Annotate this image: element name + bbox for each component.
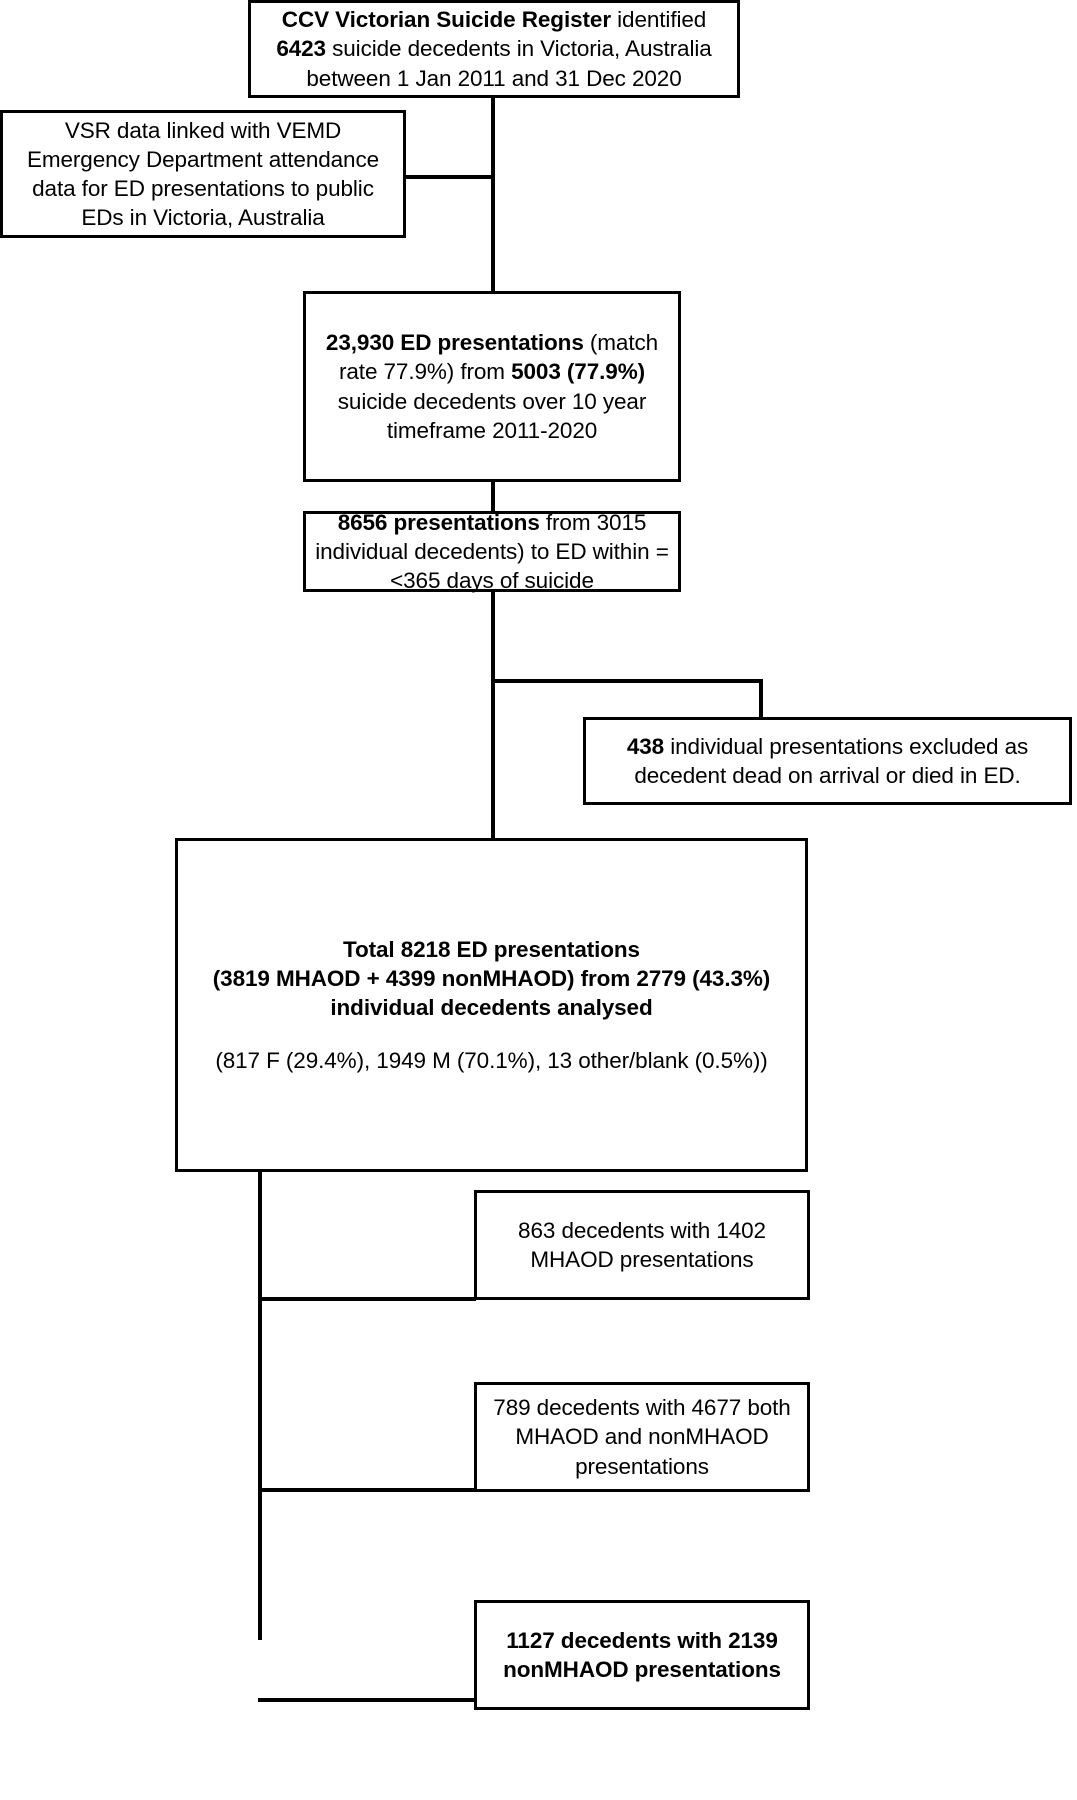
connector-vemd-elbow [402,175,494,179]
node-total-analysed: Total 8218 ED presentations(3819 MHAOD +… [175,838,808,1172]
node-nonmhaod-only-text: 1127 decedents with 2139 nonMHAOD presen… [503,1627,781,1682]
node-excluded-438: 438 individual presentations excluded as… [583,717,1072,805]
connector-438-vertical [759,679,763,719]
connector-mhaod-only [258,1297,476,1301]
connector-8656-spine [491,590,495,1000]
node-total-analysed-primary: Total 8218 ED presentations(3819 MHAOD +… [212,936,771,1021]
node-vemd-linkage-text: VSR data linked with VEMD Emergency Depa… [26,117,380,231]
node-vsr-register-text: CCV Victorian Suicide Register identifie… [276,7,712,91]
node-vsr-register: CCV Victorian Suicide Register identifie… [248,0,740,98]
node-mhaod-only: 863 decedents with 1402 MHAOD presentati… [474,1190,810,1300]
node-ed-presentations-text: 23,930 ED presentations (match rate 77.9… [325,330,659,443]
node-within-365-days: 8656 presentations from 3015 individual … [303,510,681,593]
connector-438-horizontal [491,679,763,683]
node-mhaod-only-text: 863 decedents with 1402 MHAOD presentati… [518,1217,766,1272]
node-vemd-linkage: VSR data linked with VEMD Emergency Depa… [0,110,406,238]
node-excluded-438-text: 438 individual presentations excluded as… [626,733,1029,788]
node-ed-presentations: 23,930 ED presentations (match rate 77.9… [303,291,681,482]
connector-total-stem [258,1170,262,1640]
connector-nonmhaod-only [258,1698,476,1702]
node-total-analysed-demographics: (817 F (29.4%), 1949 M (70.1%), 13 other… [215,1048,768,1074]
connector-register-to-ed [491,97,495,292]
connector-ed-to-8656 [491,480,495,512]
node-within-365-days-text: 8656 presentations from 3015 individual … [315,509,669,594]
connector-both-mhaod [258,1488,476,1492]
node-both-mhaod-nonmhaod: 789 decedents with 4677 both MHAOD and n… [474,1382,810,1492]
node-nonmhaod-only: 1127 decedents with 2139 nonMHAOD presen… [474,1600,810,1710]
node-both-mhaod-nonmhaod-text: 789 decedents with 4677 both MHAOD and n… [493,1395,791,1479]
